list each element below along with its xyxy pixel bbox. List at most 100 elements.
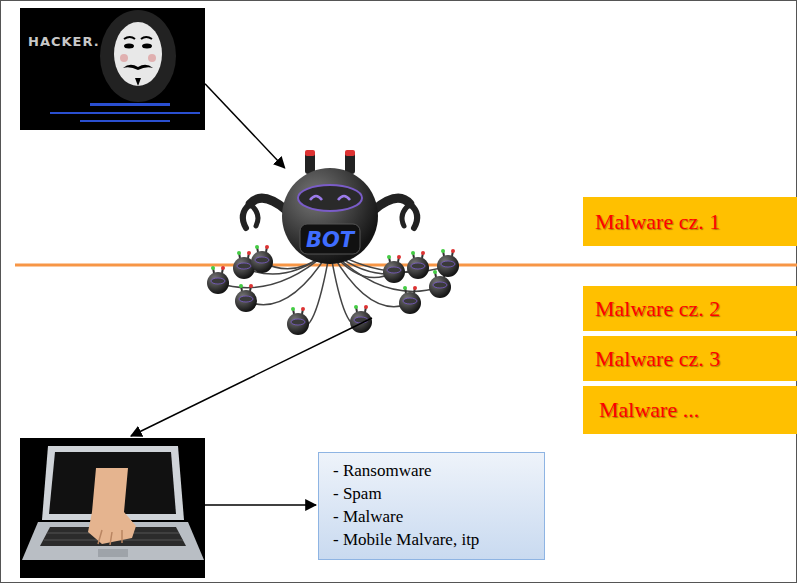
bot-arms: [410, 204, 417, 228]
hacker-mask: [80, 120, 170, 122]
hacker-mask: [142, 44, 152, 49]
small-bot: [413, 286, 417, 290]
small-bot: [403, 298, 417, 304]
small-bot: [364, 305, 368, 309]
small-bot: [387, 267, 401, 273]
small-bot: [247, 251, 251, 255]
malware-label: Malware ...: [599, 397, 699, 423]
divider-line: [15, 264, 797, 267]
list-item: - Malware: [333, 505, 530, 528]
small-bot: [429, 276, 451, 298]
malware-label: Malware cz. 2: [595, 296, 720, 322]
hacker-mask: [20, 8, 205, 130]
small-bot: [237, 251, 241, 255]
small-bot: [397, 255, 401, 259]
laptop-image: [98, 549, 128, 557]
small-bot: [287, 307, 309, 335]
small-bot: [235, 284, 257, 312]
malware-box: Malware ...: [583, 386, 797, 434]
small-bot: [421, 251, 425, 255]
small-bot: [207, 272, 229, 294]
small-bot: [437, 249, 459, 277]
small-bot: [354, 305, 358, 309]
small-bot: [437, 255, 459, 277]
small-bot: [350, 311, 372, 333]
bot-label: BOT: [282, 228, 378, 252]
hacker-mask: [90, 103, 170, 106]
bot-arms: [243, 204, 250, 228]
malware-label: Malware cz. 3: [595, 346, 720, 372]
small-bot: [383, 261, 405, 283]
list-item: - Spam: [333, 482, 530, 505]
small-bot: [221, 266, 225, 270]
small-bot: [255, 257, 269, 263]
small-bot: [265, 245, 269, 249]
small-bot: [237, 263, 251, 269]
small-bot: [291, 319, 305, 325]
bot-horns: [305, 150, 315, 156]
small-bot: [399, 286, 421, 314]
small-bot: [403, 286, 407, 290]
hacker-mask: [120, 54, 128, 62]
bot-horns: [345, 150, 355, 156]
hacker-mask: [135, 78, 141, 86]
list-item: - Ransomware: [333, 459, 530, 482]
small-bot: [354, 317, 368, 323]
bot-head: [282, 168, 378, 264]
arrow-laptop-to-list: [205, 504, 316, 506]
list-item: - Mobile Malvare, itp: [333, 528, 530, 551]
hacker-image: HACKER.: [20, 8, 205, 130]
hacker-mask: [124, 37, 152, 39]
arrow-bot-to-laptop: [131, 318, 372, 436]
small-bot: [411, 263, 425, 269]
bot-node: BOT: [282, 168, 378, 264]
small-bot: [301, 307, 305, 311]
small-bot: [387, 255, 391, 259]
small-bot: [207, 266, 229, 294]
hacker-mask: [124, 44, 134, 49]
hacker-mask: [50, 112, 200, 114]
small-bot: [251, 245, 273, 273]
small-bot: [451, 249, 455, 253]
bot-arms: [402, 204, 410, 226]
hacker-mask: [114, 22, 162, 86]
laptop-image: [98, 530, 122, 545]
connector-arrow: [205, 84, 285, 168]
small-bot: [433, 282, 447, 288]
bot-arms: [250, 204, 258, 226]
small-bot: [291, 307, 295, 311]
small-bot: [407, 251, 429, 279]
small-bot: [383, 255, 405, 283]
small-bot: [211, 266, 215, 270]
malware-box: Malware cz. 1: [583, 197, 797, 246]
small-bot: [255, 245, 259, 249]
small-bot: [407, 257, 429, 279]
small-bot: [239, 284, 243, 288]
hacker-mask: [100, 10, 176, 102]
laptop-image: [88, 468, 136, 544]
threat-list-box: - Ransomware- Spam- Malware- Mobile Malv…: [318, 452, 545, 560]
malware-label: Malware cz. 1: [595, 209, 720, 235]
small-bot: [441, 261, 455, 267]
laptop-image: [20, 438, 205, 578]
hacker-mask: [123, 65, 153, 70]
malware-box: Malware cz. 2: [583, 286, 797, 331]
image-caption: HACKER.: [28, 34, 205, 49]
small-bot: [211, 278, 225, 284]
small-bot: [249, 284, 253, 288]
bot-head: [298, 185, 362, 211]
small-bot: [441, 249, 445, 253]
small-bot: [433, 270, 437, 274]
bot-head: [310, 196, 350, 200]
small-bot: [235, 290, 257, 312]
small-bot: [239, 296, 253, 302]
small-bot: [399, 292, 421, 314]
small-bot: [251, 251, 273, 273]
laptop-image: [20, 438, 205, 578]
malware-box: Malware cz. 3: [583, 336, 797, 381]
hacker-mask: [148, 54, 156, 62]
small-bot: [287, 313, 309, 335]
small-bot: [411, 251, 415, 255]
